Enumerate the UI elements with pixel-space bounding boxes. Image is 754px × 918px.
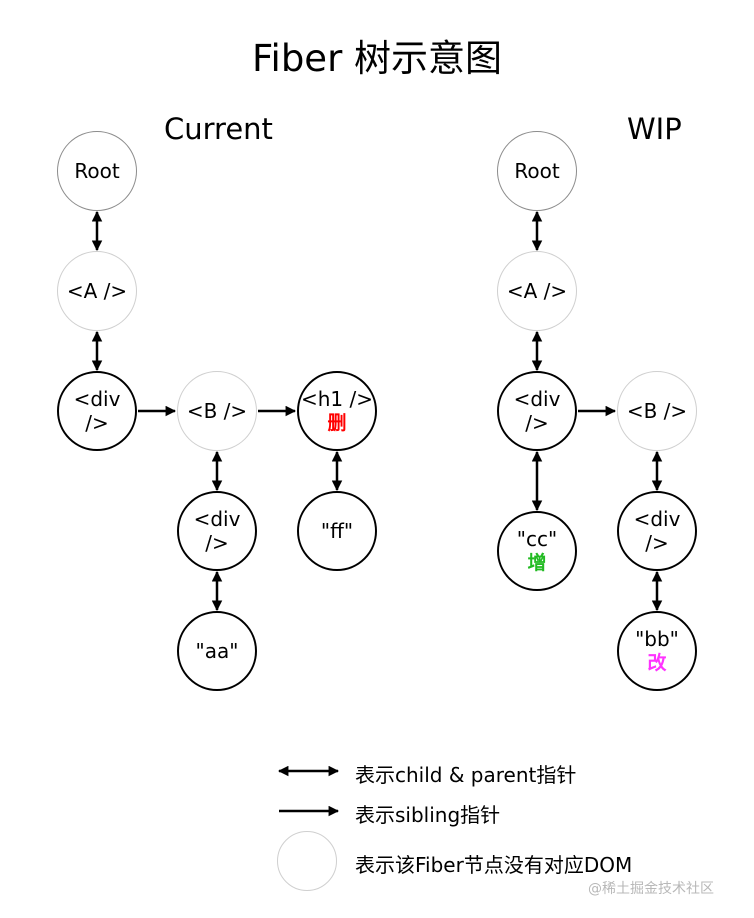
node-label: Root (74, 159, 120, 183)
wip-node-root: Root (497, 131, 577, 211)
node-label: <div /> (193, 507, 241, 555)
wip-node-div: <div /> (497, 371, 577, 451)
current-node-aa: "aa" (177, 611, 257, 691)
legend-sibling-text: 表示sibling指针 (355, 803, 501, 827)
node-label: <div /> (513, 387, 561, 435)
diagram-title: Fiber 树示意图 (251, 37, 503, 80)
node-label: "ff" (320, 519, 354, 543)
current-node-root: Root (57, 131, 137, 211)
current-node-h1: <h1 /> 删 (297, 371, 377, 451)
node-label: "aa" (195, 639, 239, 663)
current-node-div: <div /> (57, 371, 137, 451)
node-label: <div /> (73, 387, 121, 435)
node-label: "bb" (635, 627, 679, 651)
node-label: <h1 /> (300, 387, 373, 411)
wip-node-b: <B /> (617, 371, 697, 451)
update-mark: 改 (647, 652, 667, 674)
legend-no-dom-circle (277, 831, 337, 891)
node-label: <B /> (186, 399, 248, 423)
wip-node-cc: "cc" 增 (497, 511, 577, 591)
wip-node-a: <A /> (497, 251, 577, 331)
current-node-a: <A /> (57, 251, 137, 331)
current-node-b: <B /> (177, 371, 257, 451)
watermark: @稀土掘金技术社区 (588, 881, 714, 897)
add-mark: 增 (527, 552, 547, 574)
node-label: <div /> (633, 507, 681, 555)
current-node-ff: "ff" (297, 491, 377, 571)
wip-node-bb: "bb" 改 (617, 611, 697, 691)
wip-node-div2: <div /> (617, 491, 697, 571)
wip-tree-title: WIP (627, 112, 682, 146)
node-label: <A /> (66, 279, 128, 303)
node-label: <A /> (506, 279, 568, 303)
node-label: <B /> (626, 399, 688, 423)
delete-mark: 删 (327, 412, 347, 434)
node-label: "cc" (516, 527, 558, 551)
legend-no-dom-text: 表示该Fiber节点没有对应DOM (355, 853, 633, 877)
current-tree-title: Current (164, 112, 273, 146)
legend-child-parent-text: 表示child & parent指针 (355, 763, 577, 787)
node-label: Root (514, 159, 560, 183)
current-node-div2: <div /> (177, 491, 257, 571)
